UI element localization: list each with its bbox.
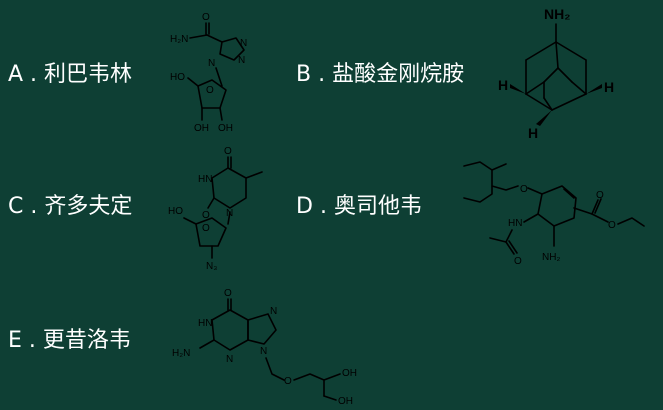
option-letter: E	[8, 328, 22, 353]
option-d-label: D . 奥司他韦	[296, 194, 422, 220]
atom-oh: OH	[218, 123, 233, 134]
atom-o: O	[608, 220, 616, 231]
oseltamivir-structure: O O O HN O NH₂	[463, 161, 645, 267]
atom-o: O	[514, 256, 522, 267]
option-letter: C	[8, 194, 24, 219]
option-e-label: E . 更昔洛韦	[8, 328, 131, 354]
atom-n: N	[260, 346, 267, 357]
atom-h: H	[498, 77, 508, 93]
atom-ho: HO	[168, 206, 183, 217]
atom-n: N	[240, 38, 247, 49]
option-name: 奥司他韦	[333, 194, 422, 219]
atom-n3: N₃	[206, 261, 217, 272]
atom-o: O	[224, 288, 232, 299]
option-name: 更昔洛韦	[42, 328, 131, 353]
atom-n: N	[270, 306, 277, 317]
atom-o: O	[202, 12, 210, 23]
atom-nh2: H₂N	[170, 34, 188, 45]
atom-nh2: NH₂	[542, 252, 560, 263]
option-separator: .	[21, 328, 43, 353]
atom-oh: OH	[342, 368, 357, 379]
atom-o: O	[520, 184, 528, 195]
atom-n: N	[208, 58, 215, 69]
ganciclovir-structure: O HN N N N H₂N O OH OH	[172, 288, 357, 407]
option-c-label: C . 齐多夫定	[8, 194, 132, 220]
zidovudine-structure: O HN N O O HO N₃	[168, 146, 263, 272]
amantadine-structure: NH₂ H H H	[498, 6, 614, 141]
option-name: 盐酸金刚烷胺	[332, 62, 465, 87]
atom-hn: HN	[198, 318, 212, 329]
atom-oh: OH	[338, 396, 353, 407]
atom-h: H	[528, 125, 538, 141]
atom-ho: HO	[170, 72, 185, 83]
atom-oh: OH	[194, 123, 209, 134]
atom-o: O	[224, 146, 232, 157]
atom-hn: HN	[508, 218, 522, 229]
option-letter: A	[8, 62, 24, 87]
atom-h2n: H₂N	[172, 348, 190, 359]
atom-o: O	[202, 223, 210, 234]
option-separator: .	[311, 62, 333, 87]
option-letter: D	[296, 194, 313, 219]
atom-n: N	[226, 354, 233, 365]
ribavirin-structure: O H₂N N N N O HO OH OH	[170, 12, 247, 134]
option-a-label: A . 利巴韦林	[8, 62, 132, 88]
atom-nh2: NH₂	[544, 6, 570, 22]
atom-o: O	[596, 190, 604, 201]
atom-o: O	[206, 85, 214, 96]
atom-o: O	[202, 210, 210, 221]
option-name: 齐多夫定	[44, 194, 133, 219]
atom-hn: HN	[198, 174, 212, 185]
option-separator: .	[23, 62, 45, 87]
option-separator: .	[312, 194, 334, 219]
atom-o: O	[284, 376, 292, 387]
atom-n: N	[238, 55, 245, 66]
option-name: 利巴韦林	[44, 62, 133, 87]
atom-h: H	[604, 79, 614, 95]
option-b-label: B . 盐酸金刚烷胺	[296, 62, 464, 88]
option-separator: .	[23, 194, 45, 219]
option-letter: B	[296, 62, 312, 87]
